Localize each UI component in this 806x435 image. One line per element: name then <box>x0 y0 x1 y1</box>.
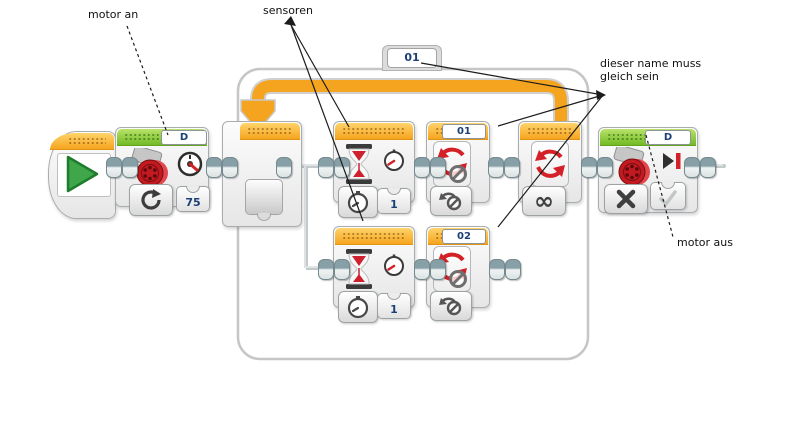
motor-off-port-selector[interactable]: D <box>645 130 691 145</box>
annotation-same-name: dieser name muss gleich sein <box>600 57 702 83</box>
sequence-plug[interactable] <box>414 157 430 178</box>
sequence-plug[interactable] <box>700 157 716 178</box>
loop-interrupt-mode-icon <box>439 192 462 211</box>
sequence-plug[interactable] <box>276 157 292 178</box>
wait-1-mode-button[interactable] <box>338 186 378 218</box>
interrupt-1-name[interactable]: 01 <box>442 124 486 139</box>
motor-off-brake-value[interactable] <box>650 182 686 210</box>
sequence-plug[interactable] <box>106 157 122 178</box>
sequence-plug[interactable] <box>488 157 504 178</box>
time-mode-icon <box>347 191 369 214</box>
time-mode-icon <box>347 296 369 319</box>
annotation-motor-on: motor an <box>88 8 139 21</box>
checkmark-icon <box>659 190 677 206</box>
speedometer-icon <box>177 151 203 177</box>
sequence-plug[interactable] <box>318 157 334 178</box>
loop-start-header <box>240 123 300 140</box>
interrupt-1-iconbox <box>433 141 471 187</box>
wait-2-mode-button[interactable] <box>338 291 378 323</box>
sequence-plug[interactable] <box>222 157 238 178</box>
sequence-plug[interactable] <box>122 157 138 178</box>
interrupt-2-name[interactable]: 02 <box>442 229 486 244</box>
play-icon <box>66 155 99 193</box>
wait-1-header <box>335 123 413 140</box>
wait-2-header <box>335 228 413 245</box>
motor-off-mode-button[interactable] <box>604 184 648 214</box>
hourglass-icon <box>346 249 372 289</box>
loop-name-tab[interactable]: 01 <box>382 45 442 71</box>
wait-2-value[interactable]: 1 <box>377 293 411 319</box>
sequence-plug[interactable] <box>489 259 505 280</box>
wait-1-value[interactable]: 1 <box>377 188 411 214</box>
loop-arrows-icon <box>535 149 565 178</box>
loop-end-header <box>520 123 580 140</box>
sequence-plug[interactable] <box>430 157 446 178</box>
motor-icon <box>131 148 168 187</box>
loop-end-iconbox <box>531 141 569 187</box>
loop-interrupt-mode-icon <box>439 297 462 316</box>
loop-name-value[interactable]: 01 <box>387 48 437 68</box>
clock-icon <box>384 149 404 171</box>
motor-on-port-selector[interactable]: D <box>161 130 207 145</box>
sequence-plug[interactable] <box>504 157 520 178</box>
sequence-plug[interactable] <box>597 157 613 178</box>
annotation-motor-off: motor aus <box>677 236 733 249</box>
clock-icon <box>384 254 404 276</box>
motor-icon <box>613 147 650 186</box>
sequence-plug[interactable] <box>684 157 700 178</box>
sequence-plug[interactable] <box>505 259 521 280</box>
start-block[interactable] <box>48 131 116 219</box>
loop-body-socket <box>245 179 283 215</box>
sequence-plug[interactable] <box>334 157 350 178</box>
rotations-mode-icon <box>141 189 161 210</box>
sequence-plug[interactable] <box>414 259 430 280</box>
interrupt-1-mode-button[interactable] <box>430 186 472 216</box>
annotation-sensors: sensoren <box>263 4 313 17</box>
sequence-plug[interactable] <box>430 259 446 280</box>
sequence-plug[interactable] <box>206 157 222 178</box>
sequence-plug[interactable] <box>318 259 334 280</box>
infinity-icon: ∞ <box>534 187 554 215</box>
motor-on-mode-button[interactable] <box>129 184 173 216</box>
loop-mode-button[interactable]: ∞ <box>522 186 566 216</box>
stop-icon <box>663 153 681 169</box>
sequence-plug[interactable] <box>581 157 597 178</box>
motor-on-power-value[interactable]: 75 <box>176 186 210 212</box>
interrupt-2-mode-button[interactable] <box>430 291 472 321</box>
x-icon <box>616 189 636 209</box>
sequence-plug[interactable] <box>334 259 350 280</box>
start-block-header <box>50 133 114 150</box>
